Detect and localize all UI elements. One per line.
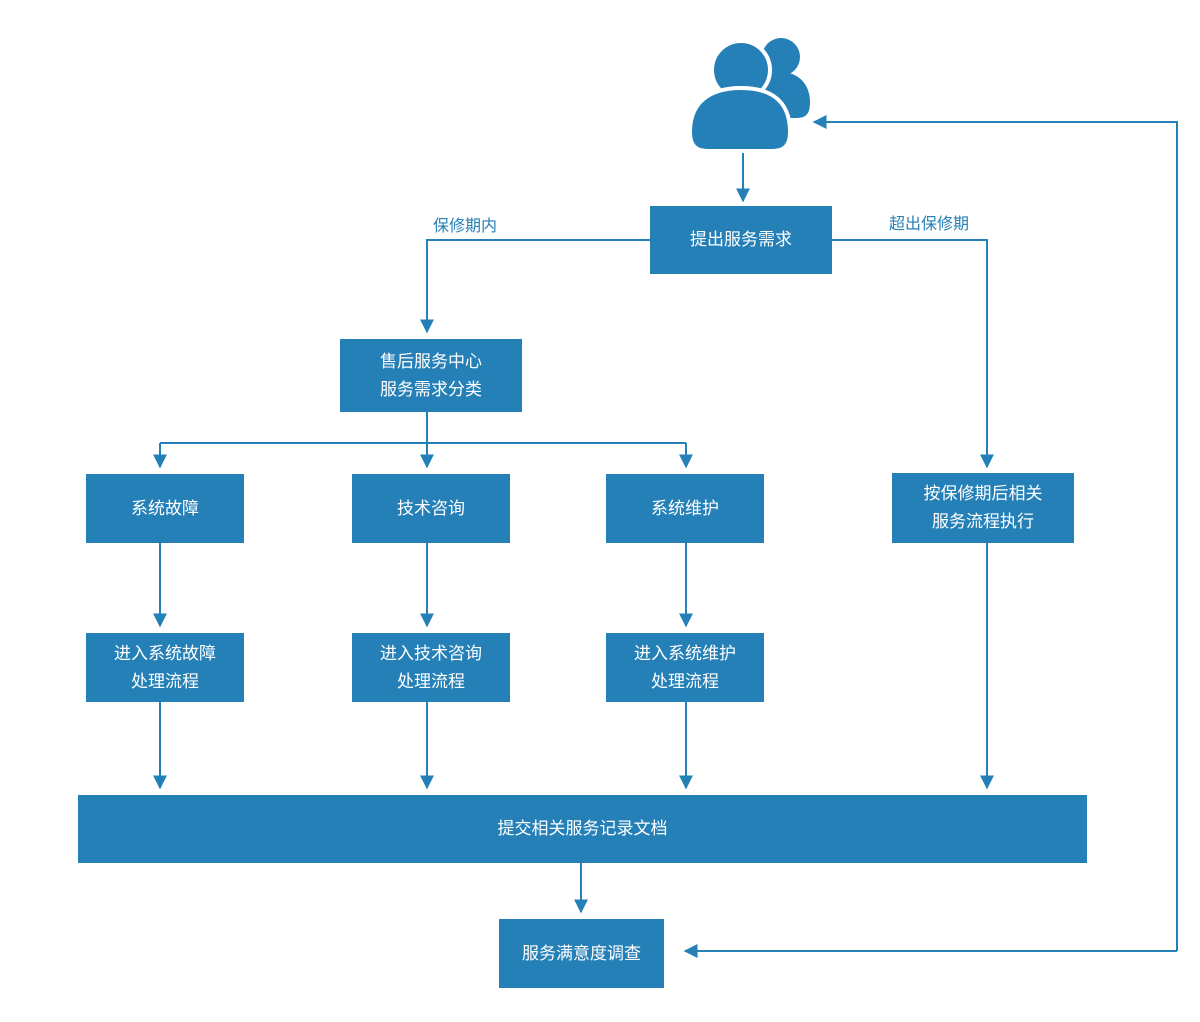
node-maintain-proc-line-2: 处理流程 — [651, 671, 719, 692]
node-consult-proc-line-1: 进入技术咨询 — [380, 643, 482, 664]
label-in-warranty: 保修期内 — [433, 216, 498, 235]
label-out-warranty: 超出保修期 — [889, 214, 970, 233]
node-center-line-1: 售后服务中心 — [380, 351, 482, 372]
node-survey-line-1: 服务满意度调查 — [522, 943, 641, 964]
node-fault-proc-line-2: 处理流程 — [131, 671, 199, 692]
node-warranty-out-line-2: 服务流程执行 — [932, 512, 1034, 532]
node-fault-line-1: 系统故障 — [131, 498, 199, 519]
node-maintain-proc: 进入系统维护 处理流程 — [606, 633, 764, 702]
node-center: 售后服务中心 服务需求分类 — [340, 339, 522, 412]
node-submit-line-1: 提交相关服务记录文档 — [497, 819, 668, 839]
users-icon — [688, 38, 810, 153]
node-fault-proc: 进入系统故障 处理流程 — [86, 633, 244, 702]
edge-request-center — [420, 239, 650, 334]
edge-feedback-loop — [812, 115, 1178, 951]
node-consult-line-1: 技术咨询 — [397, 498, 465, 519]
node-maintain: 系统维护 — [606, 474, 764, 543]
edge-request-warranty-out — [832, 239, 994, 469]
node-maintain-line-1: 系统维护 — [651, 498, 719, 519]
node-fault-proc-line-1: 进入系统故障 — [114, 643, 216, 664]
node-survey: 服务满意度调查 — [499, 919, 664, 988]
node-warranty-out-line-1: 按保修期后相关 — [923, 484, 1043, 504]
node-consult-proc: 进入技术咨询 处理流程 — [352, 633, 510, 702]
node-warranty-out: 按保修期后相关 服务流程执行 — [892, 473, 1074, 543]
node-maintain-proc-line-1: 进入系统维护 — [634, 643, 736, 664]
node-consult: 技术咨询 — [352, 474, 510, 543]
node-consult-proc-line-2: 处理流程 — [397, 671, 465, 692]
node-request: 提出服务需求 — [650, 206, 832, 274]
node-fault: 系统故障 — [86, 474, 244, 543]
node-center-line-2: 服务需求分类 — [380, 379, 482, 400]
node-request-line-1: 提出服务需求 — [690, 230, 792, 250]
node-submit: 提交相关服务记录文档 — [78, 795, 1087, 863]
